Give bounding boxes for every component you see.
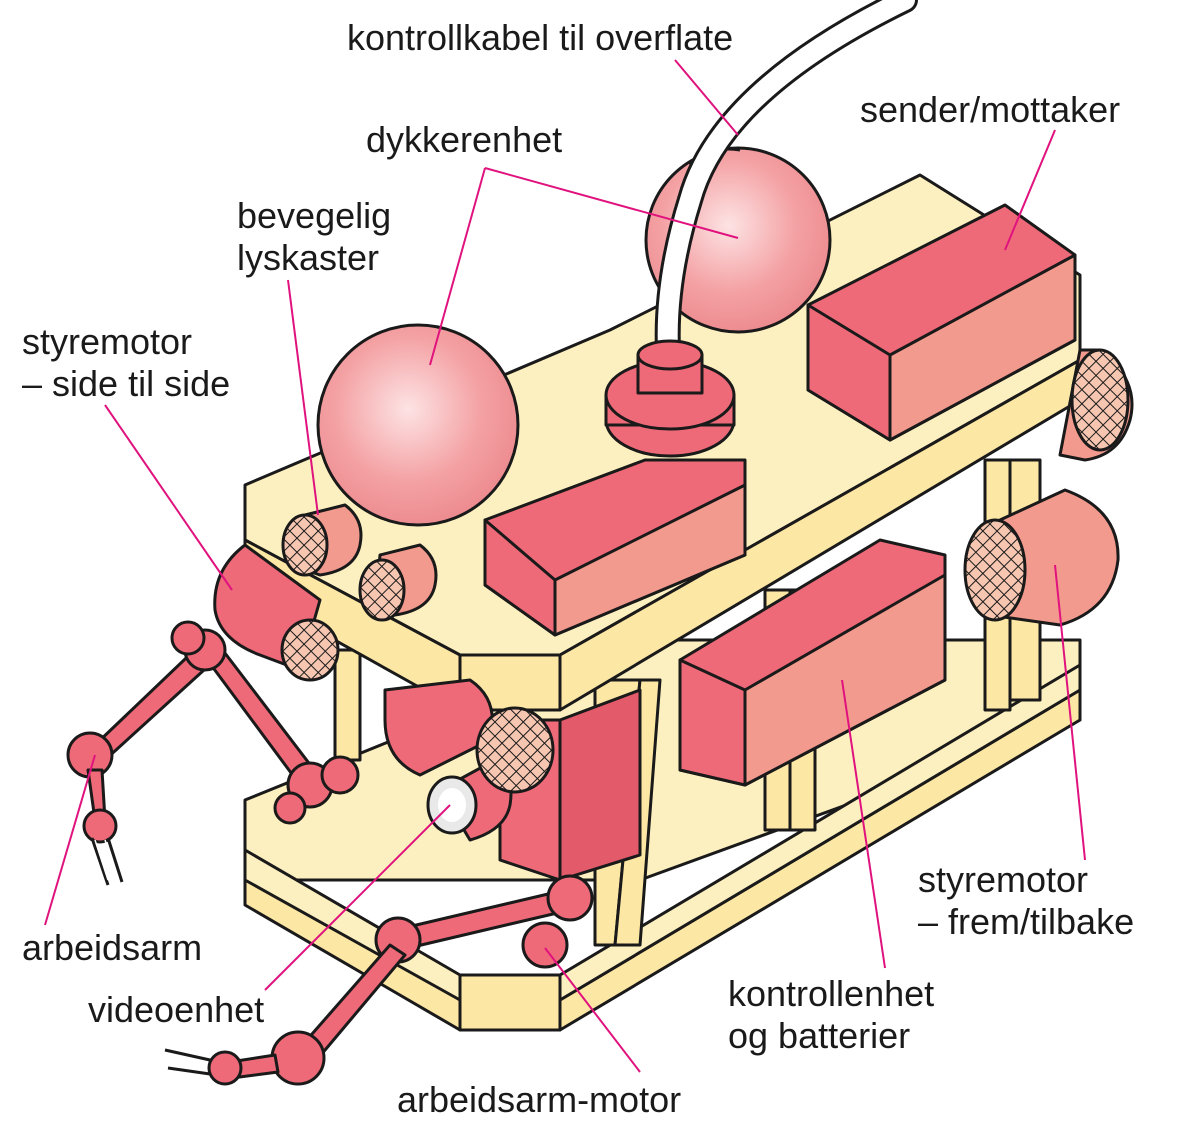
front-component-box [483, 458, 747, 637]
leader-diving-unit-right [484, 167, 739, 239]
label-steer-side-1: styremotor [22, 321, 192, 362]
leader-lines [44, 59, 1086, 1073]
leader-work-arm [44, 754, 96, 926]
cable-connector [604, 339, 736, 458]
inner-motor [383, 678, 555, 794]
leader-work-arm-motor [544, 947, 641, 1073]
steer-motor-upper-right [1058, 348, 1134, 462]
label-cable: kontrollkabel til overflate [347, 17, 733, 58]
movable-light [281, 503, 438, 622]
label-video-unit: videoenhet [88, 989, 264, 1030]
label-steer-side-2: – side til side [22, 363, 230, 404]
steer-motor-fwd-back [963, 488, 1120, 627]
leader-diving-unit-left [429, 167, 486, 366]
label-work-arm-motor: arbeidsarm-motor [397, 1079, 681, 1120]
label-movable-light-1: bevegelig [237, 195, 391, 236]
work-arm-bottom [164, 791, 594, 1086]
label-control-unit-1: kontrollenhet [728, 973, 934, 1014]
label-movable-light-2: lyskaster [237, 237, 379, 278]
transceiver [806, 203, 1077, 442]
leader-video-unit [264, 804, 451, 991]
label-diving-unit: dykkerenhet [366, 119, 562, 160]
label-steer-fwd-1: styremotor [918, 859, 1088, 900]
leader-movable-light [287, 279, 319, 516]
labels: kontrollkabel til overflate sender/motta… [22, 17, 1134, 1120]
label-control-unit-2: og batterier [728, 1015, 910, 1056]
video-unit [426, 758, 513, 842]
label-steer-fwd-2: – frem/tilbake [918, 901, 1134, 942]
leader-control-unit [841, 679, 886, 969]
leader-steer-fwd [1054, 564, 1086, 861]
label-work-arm: arbeidsarm [22, 927, 202, 968]
control-cable [654, 0, 918, 363]
steer-motor-side-to-side [213, 543, 340, 682]
leader-steer-side [104, 404, 233, 591]
leader-cable [674, 59, 739, 136]
work-arm-left [66, 620, 360, 886]
leader-transceiver [1004, 129, 1056, 251]
control-unit-and-batteries [498, 538, 947, 882]
label-transceiver: sender/mottaker [860, 89, 1120, 130]
